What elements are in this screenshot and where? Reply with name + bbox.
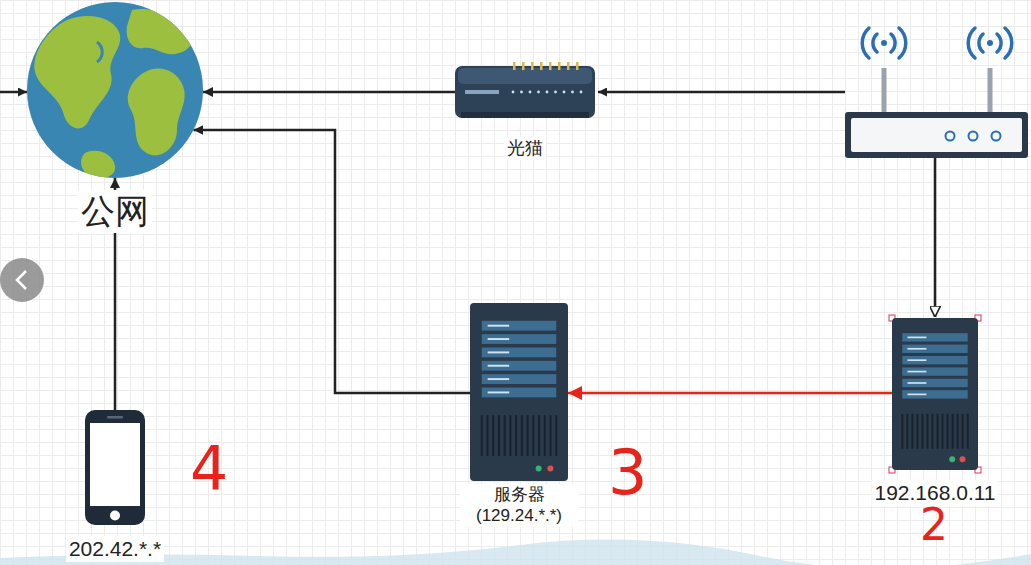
modem-node: 光猫 <box>455 62 595 122</box>
server-node: 192.168.0.11 <box>892 318 978 470</box>
callout-number: 4 <box>190 438 228 498</box>
connector-arrow <box>568 392 892 395</box>
selection-handles <box>889 315 981 473</box>
globe-icon <box>27 2 203 178</box>
modem-icon <box>455 62 595 122</box>
callout-number: 2 <box>920 503 948 547</box>
callout-number: 3 <box>608 442 647 504</box>
node-label: 202.42.*.* <box>66 536 164 562</box>
server-icon <box>892 318 978 470</box>
phone-icon <box>85 410 145 525</box>
node-label: 光猫 <box>504 137 546 160</box>
router-wire <box>934 158 937 317</box>
connector-arrow <box>193 130 470 393</box>
server-node: 服务器 (129.24.*.*) <box>470 303 568 481</box>
node-label: 服务器 (129.24.*.*) <box>460 484 578 527</box>
globe-node: 公网 <box>27 2 203 178</box>
phone-node: 202.42.*.* <box>85 410 145 525</box>
nav-button <box>0 258 44 302</box>
node-label: 公网 <box>78 190 152 233</box>
router-icon <box>845 28 1028 158</box>
server-icon <box>470 303 568 481</box>
incoming-wire <box>0 91 27 94</box>
router-wire <box>598 91 845 94</box>
connector-arrow <box>203 91 455 94</box>
